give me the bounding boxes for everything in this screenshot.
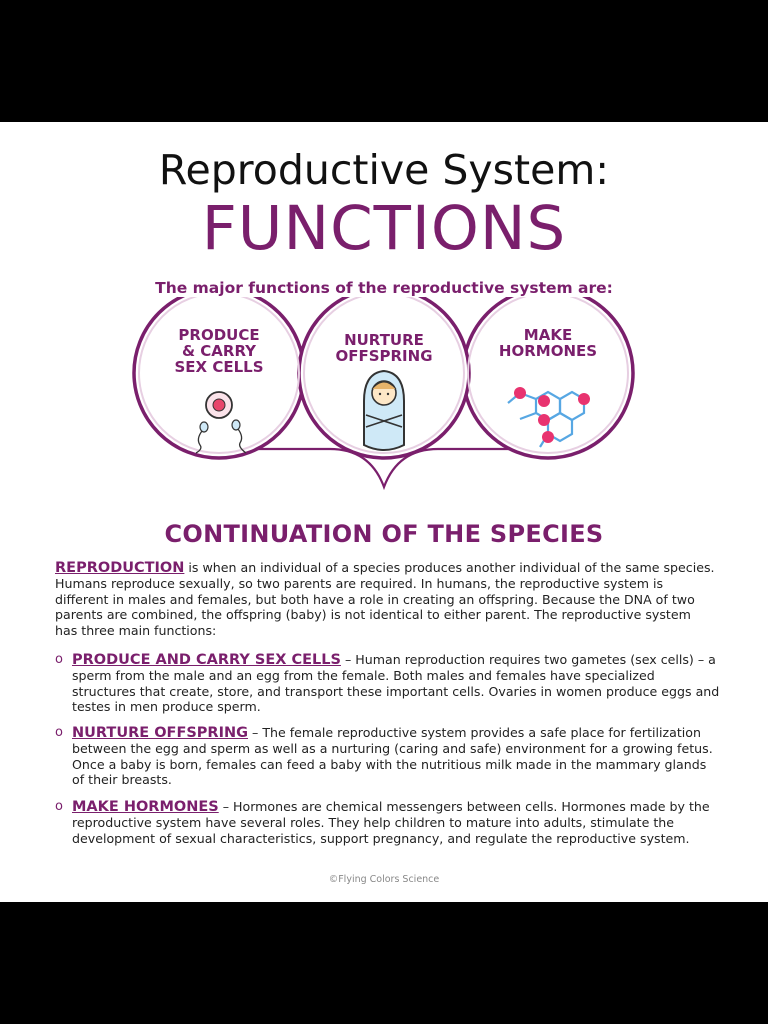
page-title: Reproductive System:: [158, 146, 610, 194]
intro-paragraph-text: is when an individual of a species produ…: [55, 560, 715, 638]
species-conclusion: CONTINUATION OF THE SPECIES: [164, 520, 604, 548]
bullet-mark: o: [55, 799, 63, 814]
page-headline: FUNCTIONS: [201, 193, 567, 264]
intro-paragraph: REPRODUCTION is when an individual of a …: [55, 560, 715, 638]
sperm-egg-icon: [195, 391, 247, 454]
circle-label-produce: PRODUCE & CARRY SEX CELLS: [174, 326, 264, 376]
worksheet-page: Reproductive System: FUNCTIONS The major…: [0, 122, 768, 902]
copyright-footer: ©Flying Colors Science: [328, 874, 440, 885]
term-produce: PRODUCE AND CARRY SEX CELLS: [72, 652, 341, 668]
term-reproduction: REPRODUCTION: [55, 560, 185, 576]
molecule-atoms: [514, 387, 590, 443]
term-hormones: MAKE HORMONES: [72, 799, 219, 815]
swaddled-baby-icon: [363, 369, 405, 451]
functions-intro: The major functions of the reproductive …: [155, 279, 613, 297]
circle-label-hormones: MAKE HORMONES: [498, 326, 598, 360]
bullet-item: o PRODUCE AND CARRY SEX CELLS – Human re…: [55, 652, 720, 715]
bullet-item: o MAKE HORMONES – Hormones are chemical …: [55, 799, 720, 846]
bullet-text: – The female reproductive system provide…: [72, 725, 713, 788]
term-nurture: NURTURE OFFSPRING: [72, 725, 249, 741]
bullet-mark: o: [55, 725, 63, 740]
bullet-item: o NURTURE OFFSPRING – The female reprodu…: [55, 725, 720, 788]
bullet-text: – Human reproduction requires two gamete…: [72, 652, 720, 715]
circle-label-nurture: NURTURE OFFSPRING: [335, 331, 433, 365]
functions-diagram: [132, 297, 635, 491]
circle-produce: [132, 297, 306, 460]
bullet-text: – Hormones are chemical messengers betwe…: [72, 799, 710, 846]
bullet-mark: o: [55, 652, 63, 667]
